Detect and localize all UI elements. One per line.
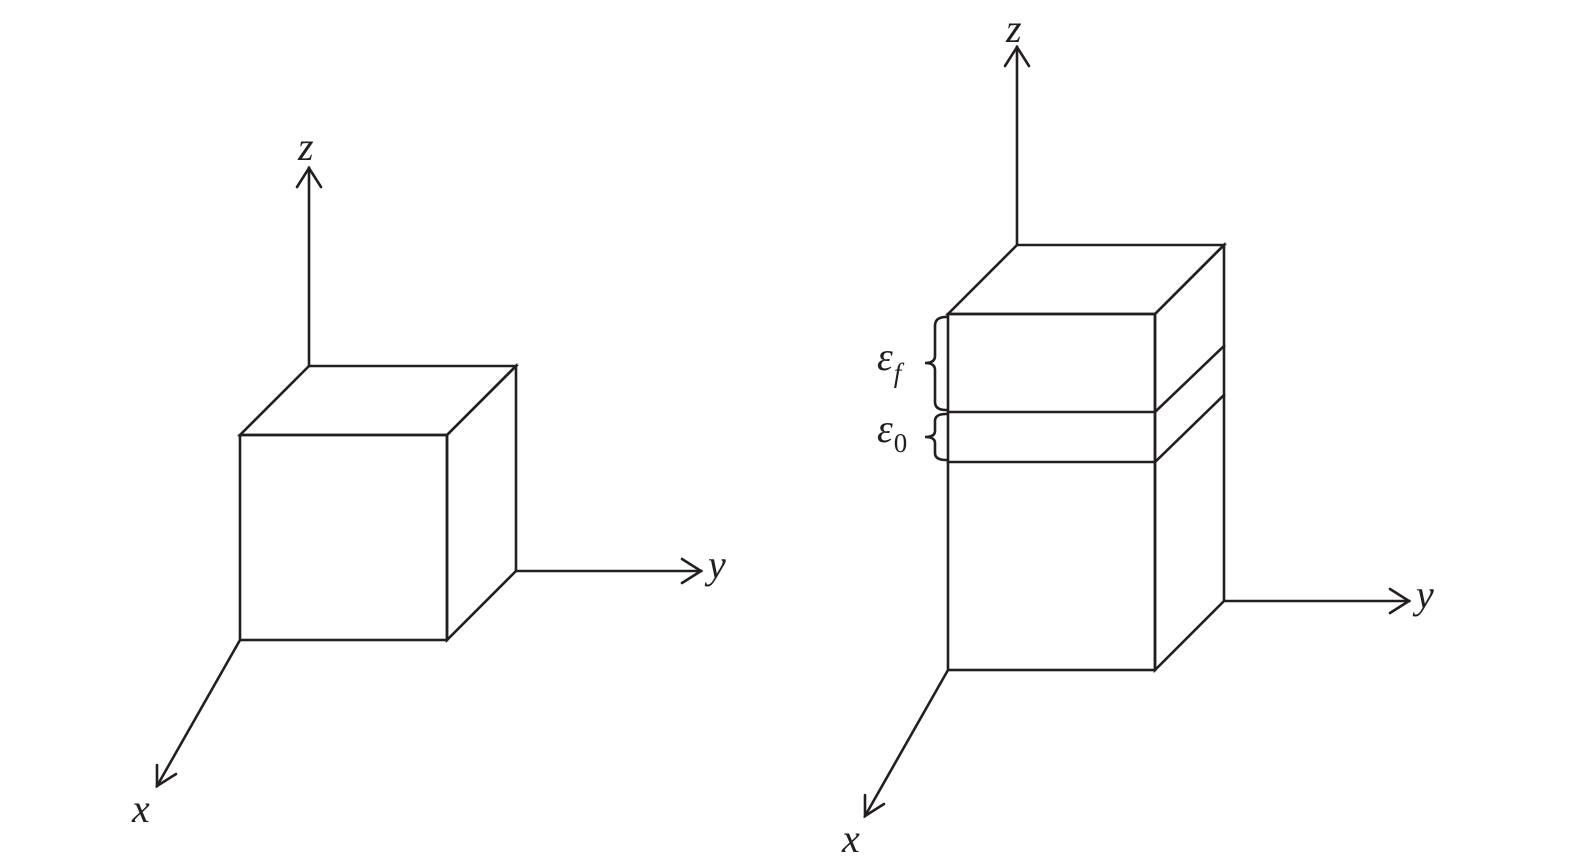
right-z-arrowhead bbox=[1003, 44, 1031, 68]
right-prism-top-face bbox=[944, 243, 1228, 316]
right-x-arrowhead bbox=[863, 793, 886, 819]
right-x-axis bbox=[863, 668, 950, 818]
left-x-label: x bbox=[131, 786, 150, 831]
left-figure: z y x bbox=[131, 124, 726, 831]
left-x-axis bbox=[155, 638, 242, 788]
right-prism-front-face bbox=[946, 312, 1157, 672]
left-cube-top-face bbox=[236, 364, 520, 437]
brace-epsilon-f bbox=[924, 315, 948, 412]
strain-line-upper-side bbox=[1153, 344, 1226, 414]
right-x-label: x bbox=[841, 816, 860, 861]
right-y-label: y bbox=[1412, 572, 1434, 617]
left-z-arrowhead bbox=[295, 165, 323, 189]
epsilon-f-label: εf bbox=[877, 334, 905, 388]
brace-epsilon-0 bbox=[924, 412, 948, 462]
left-y-arrowhead bbox=[680, 557, 704, 585]
right-z-label: z bbox=[1005, 6, 1022, 51]
left-x-arrowhead bbox=[155, 763, 178, 789]
right-prism-side-face bbox=[1153, 241, 1226, 674]
left-y-label: y bbox=[704, 542, 726, 587]
right-figure: εf ε0 z y x bbox=[841, 6, 1434, 861]
epsilon-0-label: ε0 bbox=[877, 406, 907, 458]
strain-line-lower-side bbox=[1153, 393, 1226, 464]
left-cube-front-face bbox=[238, 433, 449, 642]
left-cube-side-face bbox=[445, 362, 518, 644]
right-y-arrowhead bbox=[1388, 587, 1412, 615]
left-z-label: z bbox=[297, 124, 314, 169]
